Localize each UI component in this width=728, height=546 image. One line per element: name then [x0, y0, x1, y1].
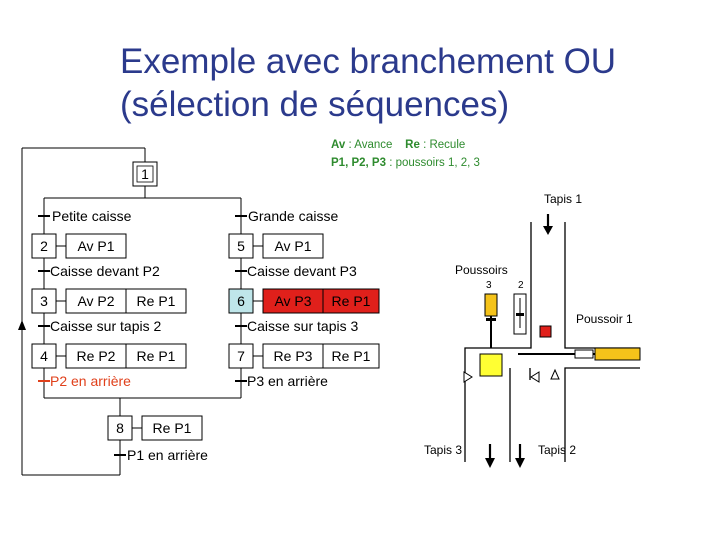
action-7b-box — [322, 343, 380, 369]
action-3b-box — [125, 288, 187, 314]
step-2-box — [31, 233, 57, 259]
transition-left-3: Caisse sur tapis 2 — [50, 318, 161, 334]
pusher-2-plate — [516, 313, 524, 316]
action-2-box — [65, 233, 127, 259]
action-4a-box — [65, 343, 127, 369]
step-5-label: 5 — [237, 238, 245, 254]
poussoir1-label: Poussoir 1 — [576, 312, 633, 326]
tapis3-label: Tapis 3 — [424, 443, 462, 457]
step-6-box — [228, 288, 254, 314]
sensor-mid-icon — [530, 371, 540, 383]
legend-line-1: Av : Avance Re : Recule — [331, 139, 465, 151]
tapis2-label: Tapis 2 — [538, 443, 576, 457]
action-3a-box — [65, 288, 127, 314]
grafcet-steps — [31, 161, 254, 441]
transition-left-1: Petite caisse — [52, 208, 132, 224]
step-3-box — [31, 288, 57, 314]
action-6b-box — [322, 288, 380, 314]
step-4-label: 4 — [40, 348, 48, 364]
legend-re-text: : Recule — [423, 139, 466, 151]
grafcet-links — [21, 147, 263, 476]
action-6a-text: Av P3 — [274, 293, 311, 309]
conveyor-arrows — [488, 214, 550, 460]
pusher-1-body — [594, 347, 641, 361]
step-2-label: 2 — [40, 238, 48, 254]
step-7-label: 7 — [237, 348, 245, 364]
legend-p-text: : poussoirs 1, 2, 3 — [389, 157, 480, 169]
legend-av-abbr: Av — [331, 139, 346, 151]
grafcet-transitions — [38, 215, 247, 456]
action-4b-text: Re P1 — [137, 348, 176, 364]
action-7b-text: Re P1 — [332, 348, 371, 364]
sensors — [463, 368, 560, 383]
action-5-text: Av P1 — [274, 238, 311, 254]
title-line-2: (sélection de séquences) — [120, 85, 510, 124]
action-6b-text: Re P1 — [332, 293, 371, 309]
pusher-3-plate — [486, 318, 496, 321]
action-4a-text: Re P2 — [77, 348, 116, 364]
tapis3-arrow-icon — [485, 458, 495, 468]
pusher-1-head — [574, 349, 594, 359]
transition-step-8: P1 en arrière — [127, 447, 208, 463]
action-3b-text: Re P1 — [137, 293, 176, 309]
action-5-box — [262, 233, 324, 259]
action-2-text: Av P1 — [77, 238, 114, 254]
action-3a-text: Av P2 — [77, 293, 114, 309]
step-1-label: 1 — [141, 166, 149, 182]
poussoirs-label: Poussoirs — [455, 263, 508, 277]
step-3-label: 3 — [40, 293, 48, 309]
legend-p-abbr: P1, P2, P3 — [331, 157, 386, 169]
pusher-3-body — [484, 293, 498, 317]
tapis1-arrow-icon — [543, 226, 553, 235]
action-7a-text: Re P3 — [274, 348, 313, 364]
transition-right-3: Caisse sur tapis 3 — [247, 318, 358, 334]
title-line-1: Exemple avec branchement OU — [120, 42, 617, 81]
transition-right-4: P3 en arrière — [247, 373, 328, 389]
grafcet-actions — [65, 233, 380, 441]
tapis1-label: Tapis 1 — [544, 192, 582, 206]
action-4b-box — [125, 343, 187, 369]
action-6a-box — [262, 288, 324, 314]
sensor-left-icon — [463, 371, 473, 383]
tapis2-arrow-icon — [515, 458, 525, 468]
step-6-label: 6 — [237, 293, 245, 309]
step-4-box — [31, 343, 57, 369]
action-8-box — [141, 415, 203, 441]
page-title: Exemple avec branchement OU (sélection d… — [120, 40, 616, 126]
small-box — [479, 353, 503, 377]
sensor-right-icon — [550, 368, 560, 380]
step-7-box — [228, 343, 254, 369]
pusher-3-number: 3 — [486, 280, 492, 291]
transition-right-1: Grande caisse — [248, 208, 338, 224]
legend-av-text: : Avance — [348, 139, 393, 151]
step-8-box — [107, 415, 133, 441]
step-1-initial-frame — [136, 165, 154, 183]
legend-re-abbr: Re — [405, 139, 420, 151]
transition-left-2: Caisse devant P2 — [50, 263, 160, 279]
loop-arrow-up-icon — [18, 320, 26, 330]
transition-left-4: P2 en arrière — [50, 373, 131, 389]
legend-line-2: P1, P2, P3 : poussoirs 1, 2, 3 — [331, 157, 480, 169]
red-marker — [539, 325, 552, 338]
pusher-2-number: 2 — [518, 280, 524, 291]
step-8-label: 8 — [116, 420, 124, 436]
transition-right-2: Caisse devant P3 — [247, 263, 357, 279]
step-5-box — [228, 233, 254, 259]
action-8-text: Re P1 — [153, 420, 192, 436]
